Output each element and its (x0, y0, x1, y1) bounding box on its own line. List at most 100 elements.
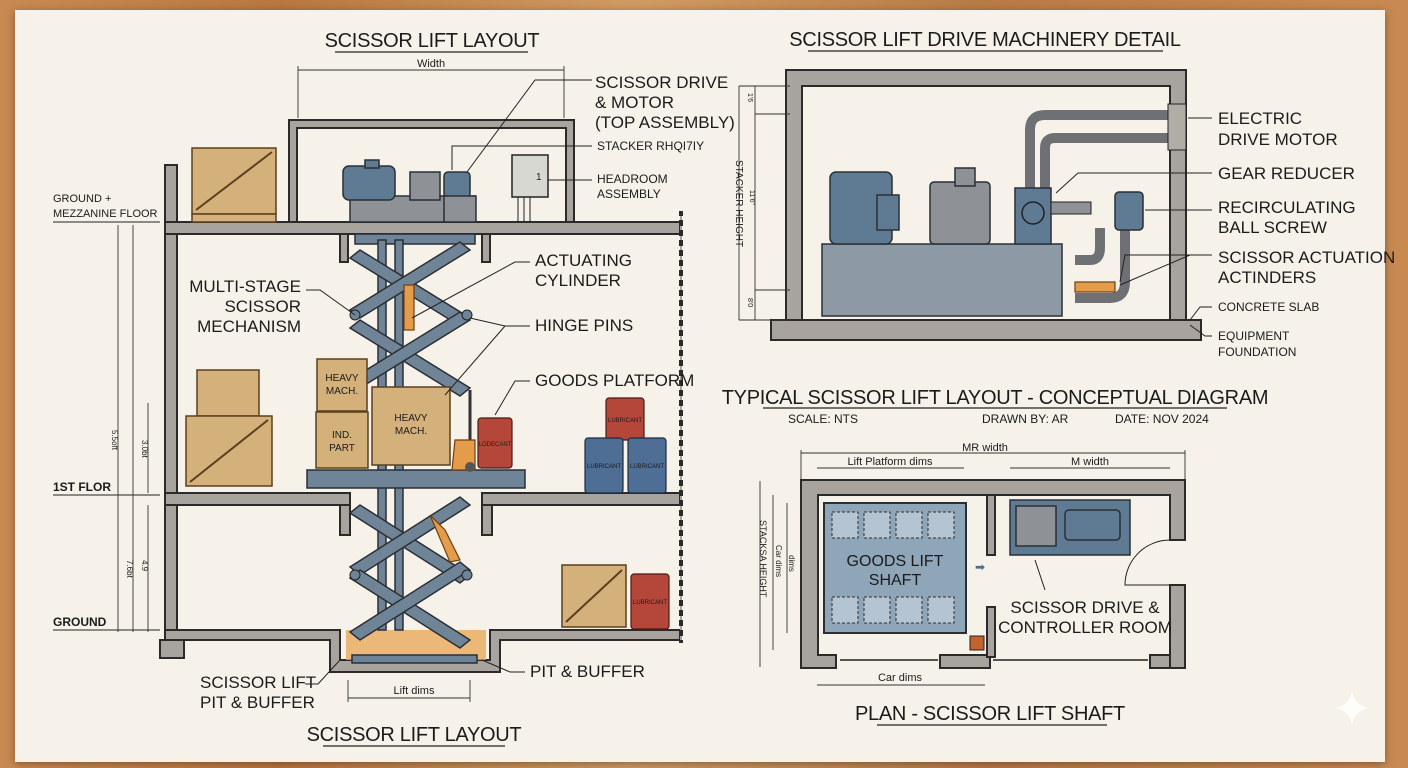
title-block-scale: SCALE: NTS (788, 412, 858, 426)
platform-dims-label: Lift Platform dims (848, 456, 933, 468)
scissor-mechanism (348, 233, 478, 664)
hinge-pin (461, 309, 473, 321)
headroom-control-box (511, 154, 549, 198)
mezzanine-slab (164, 221, 681, 235)
callout-mechanism-2: SCISSOR (224, 297, 301, 316)
callout-goods-platform: GOODS PLATFORM (535, 371, 694, 390)
crate-heavy-mach-top: HEAVY MACH. (316, 358, 368, 412)
building-left-wall (164, 164, 178, 644)
callout-ball-screw-1: RECIRCULATING (1218, 198, 1356, 217)
drum-stack-first-floor: LUBRICANT LUBRICANT LUBRICANT (584, 397, 667, 494)
first-floor-slab-left (164, 492, 351, 506)
pallet-jack (451, 390, 476, 472)
svg-text:IND.: IND. (332, 430, 352, 441)
callout-electric-motor-1: ELECTRIC (1218, 109, 1302, 128)
hydraulic-pipes (1025, 103, 1187, 303)
callout-stacker: STACKER RHQI7IY (597, 139, 704, 153)
ball-screw (1050, 201, 1092, 215)
door-swing (1124, 539, 1171, 586)
title-block-date: DATE: NOV 2024 (1115, 412, 1209, 426)
lift-dims-label: Lift dims (394, 685, 435, 697)
shaft-label-1: GOODS LIFT (847, 553, 944, 570)
svg-text:STACKSA HEIGHT: STACKSA HEIGHT (758, 520, 768, 598)
mr-width-label: MR width (962, 442, 1008, 454)
plan-outer-walls (800, 479, 1186, 669)
svg-text:1'6: 1'6 (746, 93, 753, 102)
callout-cylinder-2: CYLINDER (535, 271, 621, 290)
svg-text:Car dims: Car dims (774, 545, 783, 577)
svg-text:7.6bt: 7.6bt (125, 560, 134, 579)
direction-arrow-icon: ➡ (975, 560, 985, 574)
svg-text:MACH.: MACH. (326, 386, 358, 397)
title-block-drawn-by: DRAWN BY: AR (982, 412, 1069, 426)
actuation-cylinder (1074, 281, 1116, 293)
svg-text:HEAVY: HEAVY (325, 373, 358, 384)
svg-text:LUBRICANT: LUBRICANT (633, 600, 667, 606)
callout-cylinder-1: ACTUATING (535, 251, 632, 270)
callout-ball-screw-2: BALL SCREW (1218, 218, 1327, 237)
equipment-foundation-slab (770, 319, 1202, 341)
level-label-mezzanine-1: GROUND + (53, 193, 111, 205)
title-block: TYPICAL SCISSOR LIFT LAYOUT - CONCEPTUAL… (722, 387, 1269, 426)
level-label-ground: GROUND (53, 615, 107, 629)
left-panel-title: SCISSOR LIFT LAYOUT (325, 30, 540, 52)
svg-text:LUBRICANT: LUBRICANT (587, 464, 621, 470)
callout-scissor-actuation-2: ACTINDERS (1218, 268, 1316, 287)
drive-panel-title: SCISSOR LIFT DRIVE MACHINERY DETAIL (789, 29, 1181, 51)
drive-machinery-detail-section: SCISSOR LIFT DRIVE MACHINERY DETAIL (733, 29, 1395, 359)
svg-text:HEAVY: HEAVY (394, 413, 427, 424)
svg-text:MACH.: MACH. (395, 426, 427, 437)
scissor-lift-layout-section: SCISSOR LIFT LAYOUT Width (53, 30, 735, 747)
left-panel-bottom-title: SCISSOR LIFT LAYOUT (307, 724, 522, 746)
svg-text:LODECANT: LODECANT (479, 442, 512, 448)
callout-mechanism-3: MECHANISM (197, 317, 301, 336)
pump-unit (929, 181, 991, 245)
call-button-box (969, 635, 985, 651)
callout-pit-buffer: PIT & BUFFER (530, 662, 645, 681)
hydraulic-tank (821, 243, 1063, 317)
goods-platform (306, 469, 526, 489)
level-label-first-floor: 1ST FLOR (53, 480, 111, 494)
svg-text:5.5oft: 5.5oft (110, 430, 119, 451)
top-drive-motor-assembly (342, 159, 477, 223)
drum-ground-floor: LUBRICANT (630, 573, 670, 630)
svg-text:dims: dims (787, 555, 796, 572)
first-floor-slab-right (481, 492, 681, 506)
drum-platform: LODECANT (477, 417, 513, 469)
width-dimension-label: Width (417, 58, 445, 70)
callout-lift-pit-2: PIT & BUFFER (200, 693, 315, 712)
svg-text:11'6": 11'6" (748, 190, 755, 205)
sparkle-icon (1336, 692, 1368, 724)
drive-vertical-dimensions: STACKER HEIGHT 1'6 11'6" 8'0 (733, 85, 790, 321)
shaft-label-2: SHAFT (869, 572, 922, 589)
callout-scissor-actuation-1: SCISSOR ACTUATION (1218, 248, 1395, 267)
svg-text:3.0bt: 3.0bt (140, 440, 149, 459)
svg-text:LUBRICANT: LUBRICANT (630, 464, 664, 470)
callout-drive-motor-2: & MOTOR (595, 93, 674, 112)
car-dims-label: Car dims (878, 672, 923, 684)
vertical-dimensions: 5.5oft 3.0bt 7.6bt 4.9 (110, 225, 149, 632)
room-label-2: CONTROLLER ROOM (998, 618, 1172, 637)
crate-ind-part: IND. PART (315, 411, 369, 469)
level-label-mezzanine-2: MEZZANINE FLOOR (53, 208, 158, 220)
svg-text:PART: PART (329, 443, 355, 454)
callout-mechanism-1: MULTI-STAGE (189, 277, 301, 296)
plan-panel-title: PLAN - SCISSOR LIFT SHAFT (855, 703, 1125, 725)
svg-text:STACKER HEIGHT: STACKER HEIGHT (733, 160, 744, 247)
svg-text:LUBRICANT: LUBRICANT (608, 418, 642, 424)
svg-text:8'0: 8'0 (746, 298, 753, 307)
gear-reducer (1014, 187, 1052, 245)
callout-foundation-1: EQUIPMENT (1218, 329, 1290, 343)
callout-drive-motor-3: (TOP ASSEMBLY) (595, 113, 735, 132)
crate-mezzanine (191, 147, 277, 223)
callout-headroom-2: ASSEMBLY (597, 187, 661, 201)
crate-stack-first-floor (185, 369, 273, 487)
room-label-1: SCISSOR DRIVE & (1010, 598, 1160, 617)
callout-hinge-pins: HINGE PINS (535, 316, 633, 335)
m-width-label: M width (1071, 456, 1109, 468)
callout-headroom-1: HEADROOM (597, 172, 668, 186)
callout-drive-motor-1: SCISSOR DRIVE (595, 73, 728, 92)
callout-foundation-2: FOUNDATION (1218, 345, 1296, 359)
crate-heavy-mach-large: HEAVY MACH. (371, 386, 451, 466)
